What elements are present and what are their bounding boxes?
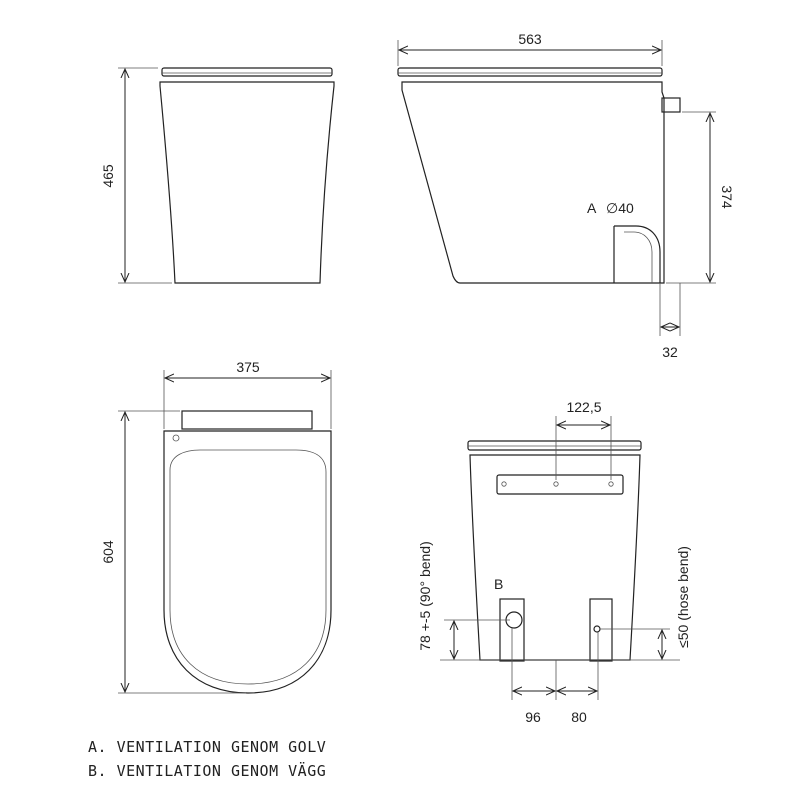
offset-label: 32 bbox=[662, 344, 678, 360]
hose-height-label: ≤50 (hose bend) bbox=[675, 546, 691, 648]
front-seat-lid bbox=[161, 67, 333, 77]
hose-outlet-opening bbox=[593, 625, 601, 633]
legend-line-b: B. VENTILATION GENOM VÄGG bbox=[88, 762, 327, 780]
top-rear-bracket bbox=[181, 410, 313, 430]
plate-hole-left bbox=[501, 481, 507, 487]
outlet-a-diameter-label: ∅40 bbox=[606, 200, 634, 216]
front-height-label: 465 bbox=[100, 164, 116, 188]
outlet-height-label: 374 bbox=[719, 185, 735, 209]
bracket-spacing-label: 122,5 bbox=[566, 399, 601, 415]
plate-hole-middle bbox=[553, 481, 559, 487]
outlet-a-pipe-outer bbox=[614, 225, 661, 283]
dist-right-label: 80 bbox=[571, 709, 587, 725]
side-width-label: 563 bbox=[518, 31, 542, 47]
front-bowl-body bbox=[159, 81, 335, 284]
outlet-a-label: A bbox=[587, 200, 597, 216]
side-seat-lid bbox=[397, 67, 663, 77]
rear-mounting-plate bbox=[496, 474, 624, 495]
side-rear-bracket bbox=[661, 97, 681, 113]
top-bowl-outline bbox=[163, 430, 332, 694]
outlet-a-pipe-inner bbox=[624, 231, 653, 283]
front-view: 465 bbox=[100, 67, 335, 284]
top-hinge-dot bbox=[172, 434, 180, 442]
side-bowl-body bbox=[401, 81, 665, 284]
top-width-label: 375 bbox=[236, 359, 260, 375]
outlet-b-label: B bbox=[494, 576, 503, 592]
top-depth-label: 604 bbox=[100, 540, 116, 564]
top-seat-outline bbox=[169, 449, 327, 685]
top-view: 375 604 bbox=[100, 359, 332, 694]
rear-seat-lid bbox=[467, 440, 642, 451]
hose-outlet-housing bbox=[589, 598, 613, 662]
side-view: A ∅40 563 374 32 bbox=[397, 31, 735, 360]
wall-outlet-height-label: 78 +-5 (90° bend) bbox=[417, 541, 433, 651]
plate-hole-right bbox=[608, 481, 614, 487]
dist-left-label: 96 bbox=[525, 709, 541, 725]
legend-line-a: A. VENTILATION GENOM GOLV bbox=[88, 738, 327, 756]
rear-view: 122,5 B 78 +-5 (90° bend) ≤50 (hose bend… bbox=[417, 399, 691, 725]
